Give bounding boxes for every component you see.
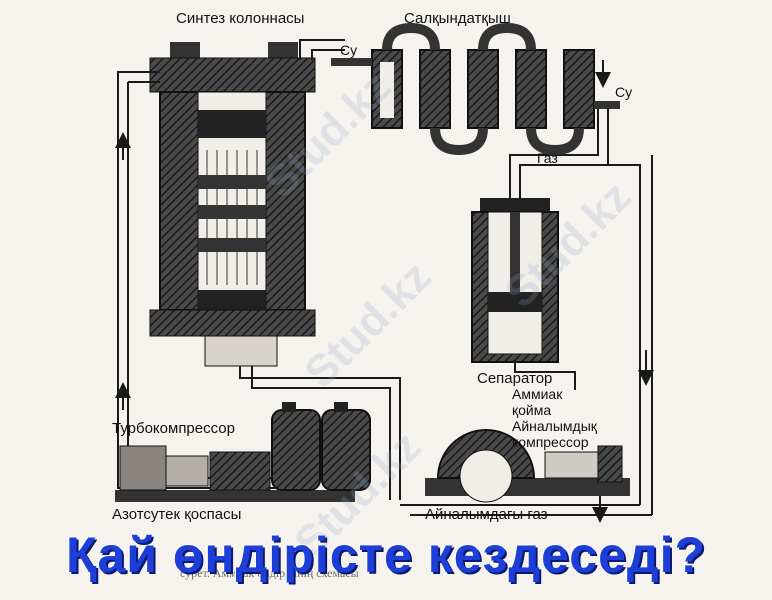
label-cooler: Салқындатқыш bbox=[404, 10, 511, 27]
separator bbox=[471, 198, 559, 363]
label-circulation-compressor-line2: компрессор bbox=[512, 434, 589, 450]
slide-question: Қай өндірісте кездеседі? bbox=[65, 527, 707, 583]
cooler-coil bbox=[331, 22, 620, 156]
label-water-out: Су bbox=[615, 84, 633, 100]
label-nitrogen-hydrogen-mix: Азотсутек қоспасы bbox=[112, 506, 242, 523]
label-ammonia-tank-line2: қойма bbox=[512, 402, 552, 418]
label-gas: Газ bbox=[537, 150, 558, 166]
flow-arrows bbox=[115, 60, 654, 523]
turbocompressor bbox=[115, 402, 371, 502]
label-ammonia-tank-line1: Аммиак bbox=[512, 386, 563, 402]
figure-caption: сурет. Аммиак өндірісінің схемасы bbox=[180, 566, 359, 580]
synthesis-column bbox=[149, 42, 316, 367]
label-circulation-compressor-line1: Айналымдық bbox=[512, 418, 597, 434]
label-turbocompressor: Турбокомпрессор bbox=[112, 420, 235, 437]
label-separator: Сепаратор bbox=[477, 370, 553, 387]
label-synthesis-column: Синтез колоннасы bbox=[176, 10, 305, 27]
label-water-in: Су bbox=[340, 42, 358, 58]
label-circulating-gas: Айналымдағы газ bbox=[425, 506, 548, 523]
circulation-compressor bbox=[425, 429, 630, 503]
